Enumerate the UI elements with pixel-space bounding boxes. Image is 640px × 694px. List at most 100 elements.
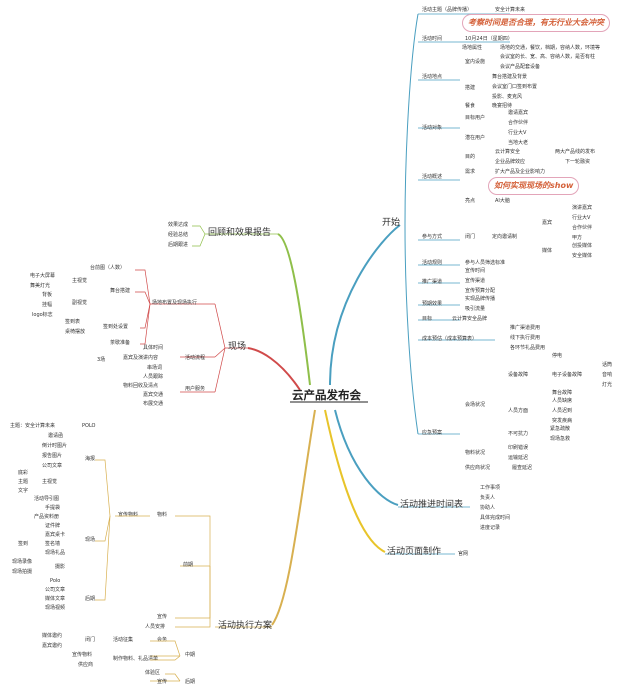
exec-mid-label: 中期	[185, 652, 196, 658]
onsite-main-visual-1: 电子大屏幕	[30, 273, 56, 279]
onsite-user-2: 物料回收及清点	[123, 383, 159, 389]
effect-1: 实现品牌传播	[465, 296, 496, 302]
rules-label: 活动规则	[422, 260, 443, 266]
contingency-staff-label: 人员方面	[508, 408, 529, 414]
exec-onsite-3: 产品资料册	[34, 514, 60, 520]
exec-later-1: Polo	[50, 578, 61, 584]
review-1: 效果达成	[168, 222, 189, 228]
exec-onsite-2: 手提袋	[45, 505, 61, 511]
venue-site-label: 场地属性	[462, 45, 483, 51]
audience-potential-label: 潜在用户	[465, 135, 486, 141]
contingency-equip-label: 设备故障	[508, 372, 529, 378]
participants-media-2: 安全媒体	[572, 253, 593, 259]
central-topic[interactable]: 云产品发布会	[292, 388, 361, 402]
onsite-flow-2: 嘉宾及演讲内容	[123, 355, 159, 361]
cost-2: 线下执行费用	[510, 335, 541, 341]
timeline-2: 负责人	[480, 495, 496, 501]
exec-exp: 体验区	[145, 670, 161, 676]
participants-label: 参与方式	[422, 234, 443, 240]
theme-label: 活动主题（品牌传播）	[422, 7, 473, 13]
exec-onsite-6: 签名墙	[45, 541, 61, 547]
contingency-supplier-label: 供应商状况	[465, 465, 491, 471]
contingency-equip-3: 舞台故障	[552, 390, 573, 396]
exec-later-label: 后期	[85, 596, 96, 602]
exec-poster-3: 报告图片	[42, 453, 63, 459]
target-value: 云计算安全品牌	[452, 316, 488, 322]
callout-time-conflict: 考察时间是否合理，有无行业大会冲突	[462, 14, 610, 32]
contingency-material-label: 物料状况	[465, 450, 486, 456]
effect-label: 预期效果	[422, 301, 443, 307]
exec-photo-label: 摄影	[55, 564, 66, 570]
overview-label: 活动概述	[422, 174, 443, 180]
contingency-material-1: 印刷错误	[508, 445, 529, 451]
exec-mv-1: 底彩	[18, 470, 29, 476]
onsite-checkin-1: 签到表	[65, 319, 81, 325]
promo-3: 宣传预算分配	[465, 288, 496, 294]
exec-promo: 宣传	[157, 614, 168, 620]
exec-mv-2: 主题	[18, 479, 29, 485]
contingency-force-1: 紧急疏散	[550, 426, 571, 432]
overview-goal-sub1: 两大产品线的发布	[555, 149, 596, 155]
overview-need-value: 扩大产品及企业影响力	[495, 169, 546, 175]
hub-review[interactable]: 回顾和效果报告	[208, 228, 272, 238]
audience-target-2: 合作伙伴	[508, 120, 529, 126]
overview-goal-label: 目的	[465, 154, 476, 160]
contingency-equip-sub-2: 音响	[602, 372, 613, 378]
time-label: 活动时间	[422, 36, 443, 42]
cost-1: 推广渠道费用	[510, 325, 541, 331]
timeline-3: 协助人	[480, 505, 496, 511]
contingency-equip-sub-3: 灯光	[602, 382, 613, 388]
venue-indoor-label: 室内设施	[465, 59, 486, 65]
onsite-checkin: 签到处设置	[103, 324, 129, 330]
exec-posters-label: 海报	[85, 456, 96, 462]
hub-onsite[interactable]: 现场	[228, 342, 247, 352]
exec-pre-label: 前期	[183, 562, 194, 568]
venue-layout-label: 搭建	[465, 85, 476, 91]
review-2: 经验总结	[168, 232, 189, 238]
contingency-equip-2: 电子设备故障	[552, 372, 583, 378]
onsite-user-1: 人员跟踪	[143, 374, 164, 380]
contingency-equip-sub-1: 话筒	[602, 362, 613, 368]
onsite-sub-visual-2: 挂幅	[42, 302, 53, 308]
onsite-sub-visual-1: 背板	[42, 292, 53, 298]
exec-post-value: 宣传	[157, 679, 168, 685]
venue-site-value: 场地的交通，餐饮，档期，容纳人数，环境等	[500, 45, 601, 51]
onsite-flow-1: 具体时间	[143, 345, 164, 351]
onsite-flow-3: 串场词	[147, 365, 163, 371]
participants-guest-label: 嘉宾	[542, 220, 553, 226]
exec-sign-label: 签到	[18, 541, 29, 547]
exec-mid-sub-2: 活动征集	[113, 637, 134, 643]
onsite-main-visual-2: 舞美灯光	[30, 283, 51, 289]
audience-target-label: 目标用户	[465, 115, 486, 121]
hub-page[interactable]: 活动页面制作	[387, 547, 442, 557]
hub-timeline[interactable]: 活动推进时间表	[400, 500, 464, 510]
participants-guest-4: 甲方	[572, 235, 583, 241]
exec-main-visual: 主视觉	[42, 479, 58, 485]
cost-label: 成本预估（成本预算表）	[422, 336, 478, 342]
venue-catering-label: 餐食	[465, 103, 476, 109]
exec-onsite-7: 现场礼品	[45, 550, 66, 556]
contingency-staff-3: 突发疾病	[552, 418, 573, 424]
effect-2: 吸引流量	[465, 306, 486, 312]
hub-start[interactable]: 开始	[382, 218, 401, 228]
venue-layout-1: 舞台搭建及背景	[492, 74, 528, 80]
exec-onsite-5: 嘉宾桌卡	[45, 532, 66, 538]
timeline-1: 工作事项	[480, 485, 501, 491]
audience-potential-2: 当地大老	[508, 140, 529, 146]
exec-material: 物料	[157, 512, 168, 518]
exec-mid-sub-1: 闭门	[85, 637, 96, 643]
exec-photo-2: 现场拍摄	[12, 569, 33, 575]
onsite-main-visual: 主视觉	[72, 278, 88, 284]
venue-layout-2: 会议室门口签到布置	[492, 84, 538, 90]
contingency-supplier-value: 履查延迟	[512, 465, 533, 471]
onsite-user-4: 布展交通	[143, 401, 164, 407]
hub-execution[interactable]: 活动执行方案	[218, 621, 273, 631]
exec-mv-3: 文字	[18, 488, 29, 494]
venue-indoor-2: 会议产品配套设备	[500, 64, 541, 70]
onsite-stage: 舞台搭建	[110, 288, 131, 294]
timeline-4: 具体完成时间	[480, 515, 511, 521]
contingency-force-label: 不可抗力	[508, 431, 529, 437]
participants-guest-1: 演讲嘉宾	[572, 205, 593, 211]
onsite-checkin-2: 桌椅摆放	[65, 329, 86, 335]
